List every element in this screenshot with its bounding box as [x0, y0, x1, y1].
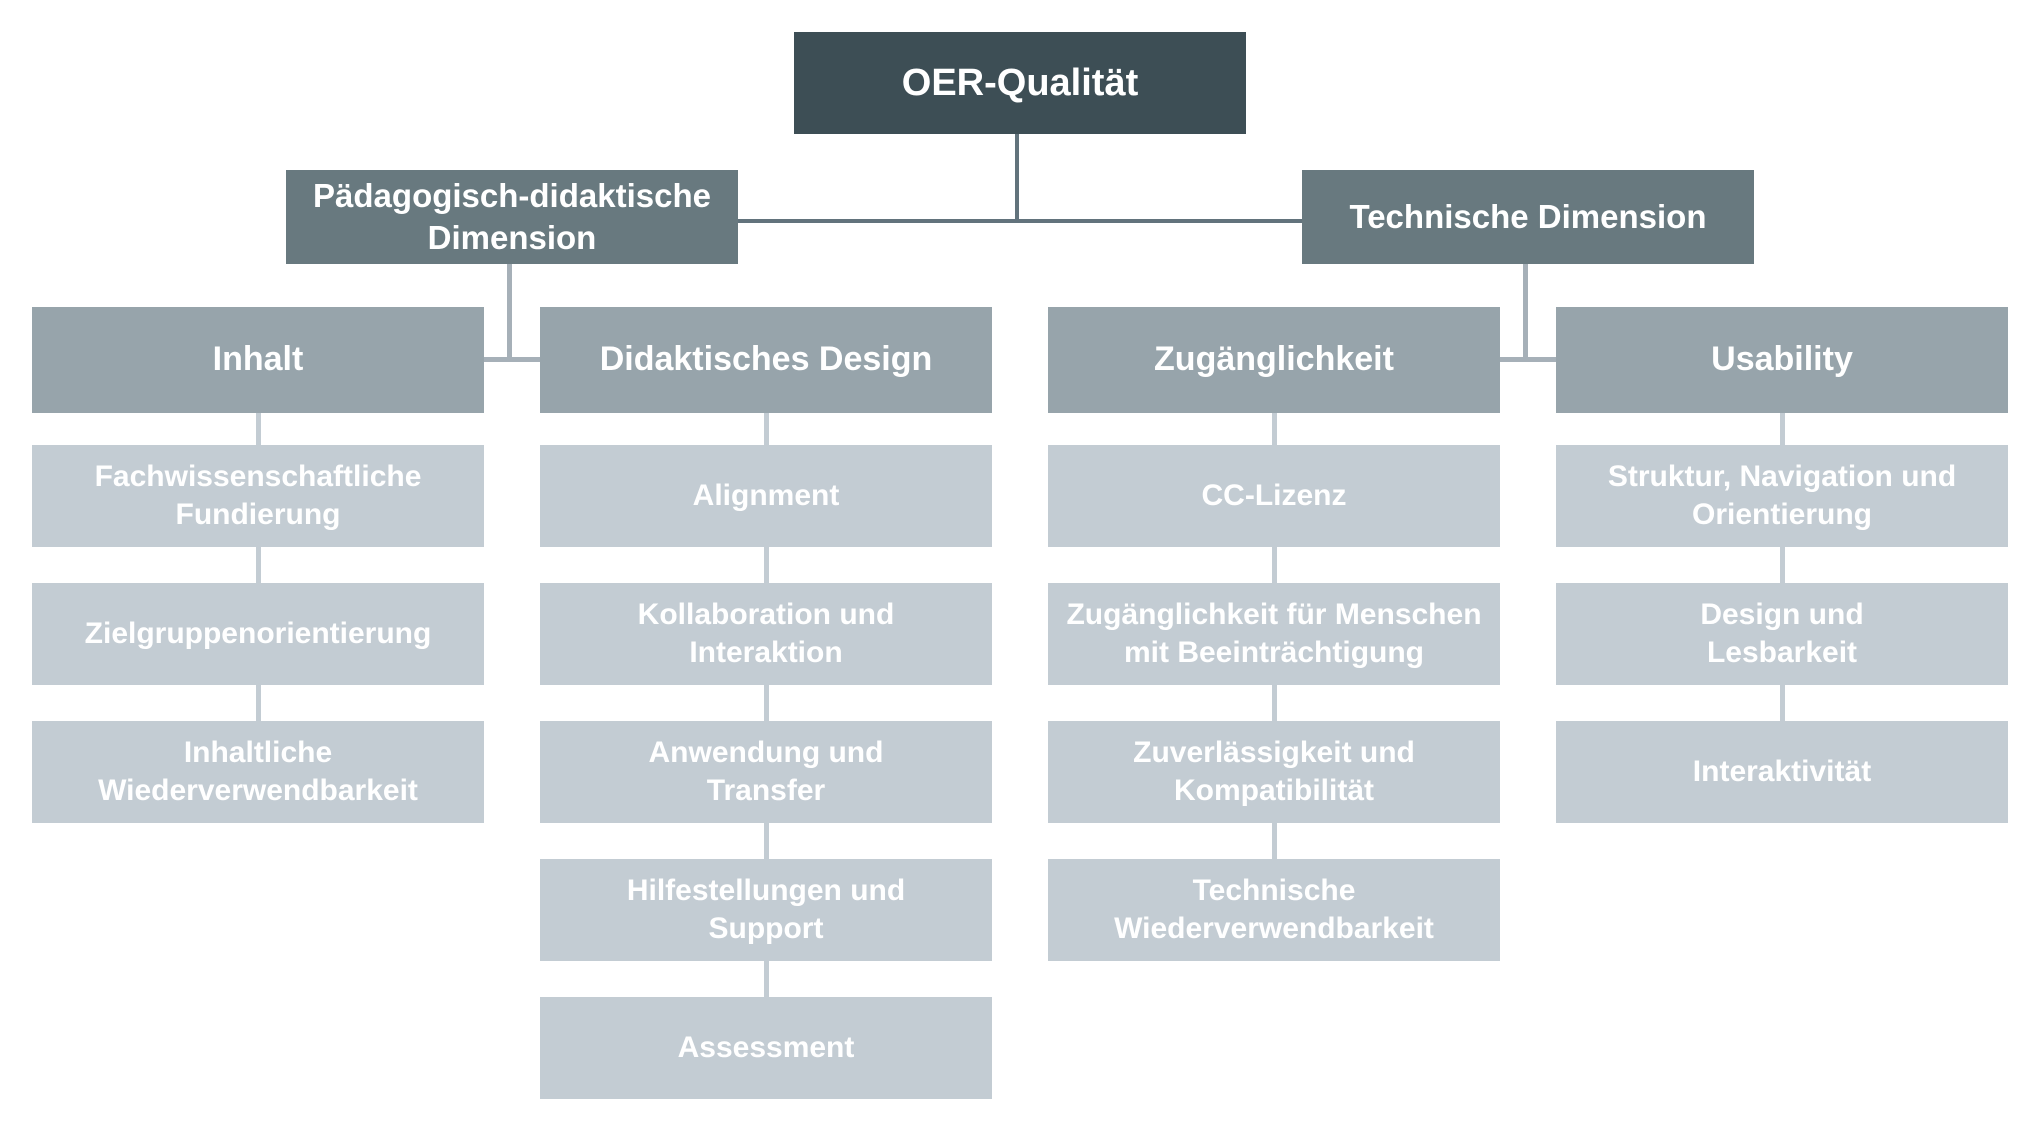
node-hilfestellungen-und-support: Hilfestellungen und Support: [540, 859, 992, 961]
node-oer-qualitaet: OER-Qualität: [794, 32, 1246, 134]
node-cc-lizenz: CC-Lizenz: [1048, 445, 1500, 547]
node-fachwissenschaftliche-fundierung: Fachwissenschaftliche Fundierung: [32, 445, 484, 547]
node-inhalt: Inhalt: [32, 307, 484, 413]
connector-col2-gap1: [764, 413, 769, 445]
node-interaktivitaet: Interaktivität: [1556, 721, 2008, 823]
connector-col4-gap2: [1780, 547, 1785, 583]
connector-col1-gap2: [256, 547, 261, 583]
connector-col3-gap2: [1272, 547, 1277, 583]
node-anwendung-und-transfer: Anwendung und Transfer: [540, 721, 992, 823]
connector-paedagogisch-tee-bar: [484, 357, 540, 362]
connector-col4-gap1: [1780, 413, 1785, 445]
connector-col2-gap5: [764, 961, 769, 997]
node-assessment: Assessment: [540, 997, 992, 1099]
node-inhaltliche-wiederverwendbarkeit: Inhaltliche Wiederverwendbarkeit: [32, 721, 484, 823]
node-usability: Usability: [1556, 307, 2008, 413]
node-zugaenglichkeit: Zugänglichkeit: [1048, 307, 1500, 413]
connector-dimensions-horizontal: [738, 219, 1302, 223]
connector-col3-gap4: [1272, 823, 1277, 859]
connector-col1-gap3: [256, 685, 261, 721]
node-zugaenglichkeit-fuer-menschen: Zugänglichkeit für Menschen mit Beeinträ…: [1048, 583, 1500, 685]
connector-col1-gap1: [256, 413, 261, 445]
connector-col2-gap4: [764, 823, 769, 859]
connector-col4-gap3: [1780, 685, 1785, 721]
node-technische-wiederverwendbarkeit: Technische Wiederverwendbarkeit: [1048, 859, 1500, 961]
node-didaktisches-design: Didaktisches Design: [540, 307, 992, 413]
connector-root-vertical: [1015, 134, 1019, 223]
connector-technisch-vertical: [1523, 264, 1528, 360]
connector-col3-gap1: [1272, 413, 1277, 445]
connector-col3-gap3: [1272, 685, 1277, 721]
connector-col2-gap3: [764, 685, 769, 721]
node-kollaboration-und-interaktion: Kollaboration und Interaktion: [540, 583, 992, 685]
node-technische-dimension: Technische Dimension: [1302, 170, 1754, 264]
node-struktur-navigation-orientierung: Struktur, Navigation und Orientierung: [1556, 445, 2008, 547]
node-design-und-lesbarkeit: Design und Lesbarkeit: [1556, 583, 2008, 685]
connector-technisch-tee-bar: [1500, 357, 1556, 362]
node-zielgruppenorientierung: Zielgruppenorientierung: [32, 583, 484, 685]
node-alignment: Alignment: [540, 445, 992, 547]
connector-paedagogisch-vertical: [507, 264, 512, 360]
node-paedagogisch-didaktische-dimension: Pädagogisch-didaktische Dimension: [286, 170, 738, 264]
connector-col2-gap2: [764, 547, 769, 583]
node-zuverlaessigkeit-und-kompatibilitaet: Zuverlässigkeit und Kompatibilität: [1048, 721, 1500, 823]
